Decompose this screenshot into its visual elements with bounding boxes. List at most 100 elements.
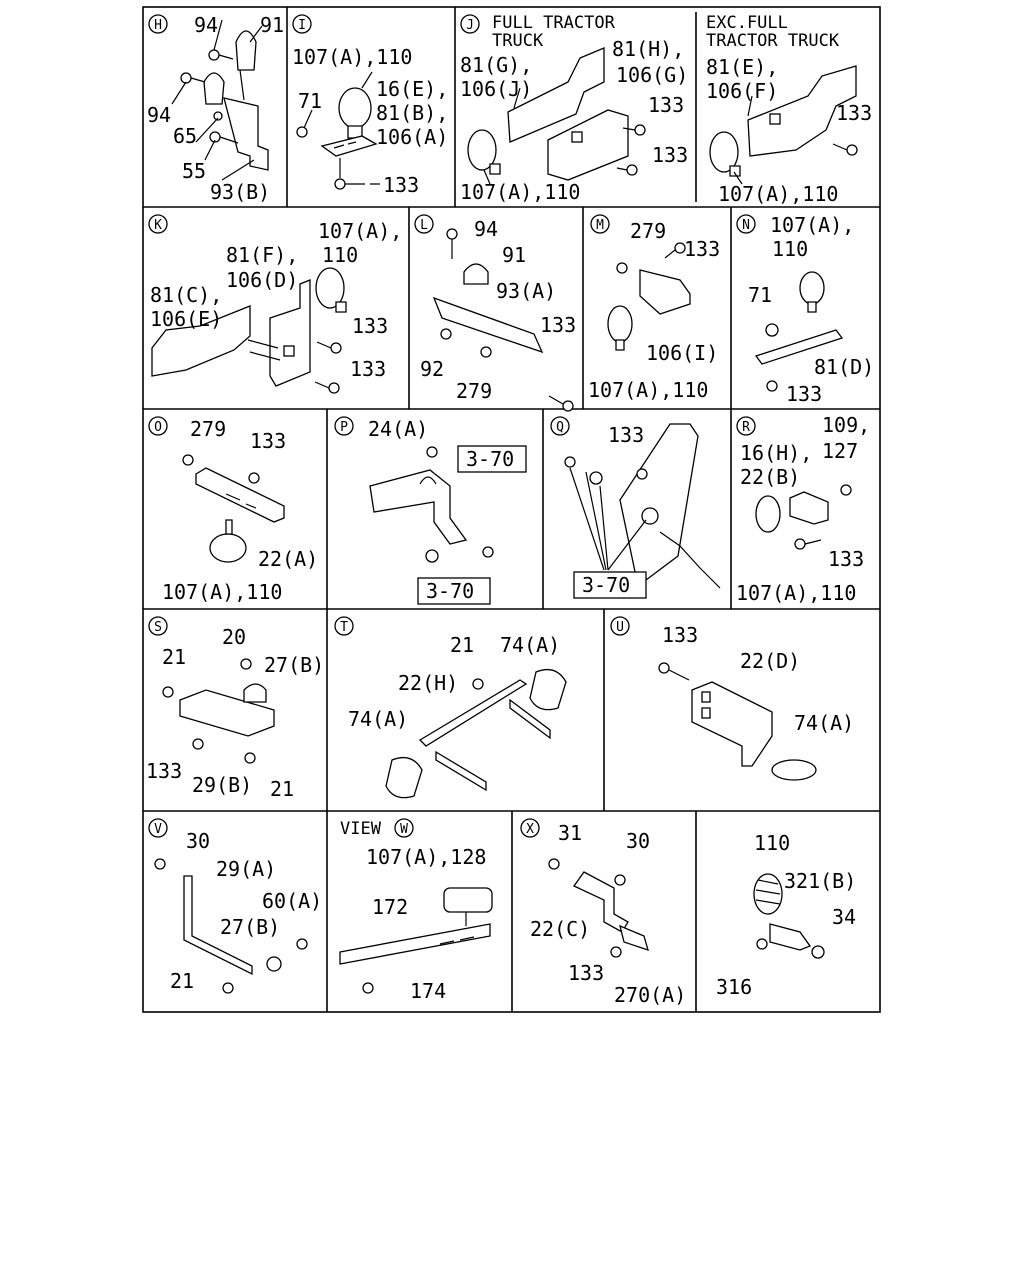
panel-v-label-29a: 29(A): [216, 857, 276, 881]
panel-p-ref-3-70-bottom: 3-70: [426, 579, 474, 603]
panel-n: N 107(A), 110 71 81(D) 133: [736, 213, 874, 406]
panel-y-label-34: 34: [832, 905, 856, 929]
panel-q-letter: Q: [556, 420, 564, 435]
panel-j-label-133-lower: 133: [652, 143, 688, 167]
panel-n-label-110: 110: [772, 237, 808, 261]
panel-t-label-74a-top: 74(A): [500, 633, 560, 657]
panel-x-letter: X: [526, 822, 534, 837]
panel-v-label-27b: 27(B): [220, 915, 280, 939]
panel-t: T 21 74(A) 22(H) 74(A): [334, 616, 567, 799]
panel-p-drawing: [369, 446, 494, 563]
panel-i-letter: I: [298, 18, 306, 33]
panel-v-letter: V: [154, 822, 162, 837]
panel-w-label-107a-128: 107(A),128: [366, 845, 486, 869]
panel-i: I 107(A),110 16(E), 71 81(B), 106(A) 133: [292, 14, 448, 197]
panel-i-label-81b: 81(B),: [376, 101, 448, 125]
panel-q: Q 133 3-70: [550, 416, 721, 599]
panel-j: J FULL TRACTOR TRUCK 81(H), 81(G), 106(G…: [460, 13, 688, 204]
panel-j-header-line1: FULL TRACTOR: [492, 13, 616, 33]
panel-s: S 20 21 27(B) 133 29(B) 21: [146, 616, 324, 801]
panel-h-label-94-top: 94: [194, 13, 218, 37]
panel-y: 110 321(B) 34 316: [716, 831, 856, 999]
panel-j-label-106j: 106(J): [460, 77, 532, 101]
panel-i-letter-badge: I: [292, 14, 312, 34]
panel-t-label-22h: 22(H): [398, 671, 458, 695]
panel-u-label-74a: 74(A): [794, 711, 854, 735]
panel-x: X 31 30 22(C) 133 270(A): [520, 818, 686, 1007]
panel-j-letter-badge: J: [460, 14, 480, 34]
panel-r-label-133: 133: [828, 547, 864, 571]
panel-r-drawing: [755, 484, 852, 550]
panel-o-drawing: [182, 454, 285, 563]
panel-l-label-93a: 93(A): [496, 279, 556, 303]
panel-h-label-55: 55: [182, 159, 206, 183]
panel-s-label-29b: 29(B): [192, 773, 252, 797]
panel-l-label-133: 133: [540, 313, 576, 337]
panel-j2-header-line1: EXC.FULL: [706, 13, 788, 33]
panel-j2-label-106f: 106(F): [706, 79, 778, 103]
panel-r: R 109, 16(H), 127 22(B) 133 107(A),110: [736, 413, 870, 605]
panel-k-letter: K: [154, 218, 162, 233]
panel-m-label-106i: 106(I): [646, 341, 718, 365]
panel-m-drawing: [607, 242, 691, 351]
panel-h-label-91: 91: [260, 13, 284, 37]
panel-k-letter-badge: K: [148, 214, 168, 234]
panel-r-label-127: 127: [822, 439, 858, 463]
panel-p-ref-3-70-top: 3-70: [466, 447, 514, 471]
panel-o: O 279 133 22(A) 107(A),110: [148, 416, 318, 604]
panel-s-label-133: 133: [146, 759, 182, 783]
panel-w-label-172: 172: [372, 895, 408, 919]
panel-u-letter: U: [616, 620, 624, 635]
panel-n-label-107a: 107(A),: [770, 213, 854, 237]
panel-k-label-107a: 107(A),: [318, 219, 402, 243]
panel-j2-drawing: [709, 65, 858, 185]
panel-q-ref-3-70: 3-70: [582, 573, 630, 597]
panel-k-label-110: 110: [322, 243, 358, 267]
panel-k-label-81c: 81(C),: [150, 283, 222, 307]
panel-v-letter-badge: V: [148, 818, 168, 838]
panel-m-label-107a-110: 107(A),110: [588, 378, 708, 402]
panel-s-label-20: 20: [222, 625, 246, 649]
panel-w-letter-badge: W: [394, 818, 414, 838]
panel-j-label-107a-110: 107(A),110: [460, 180, 580, 204]
panel-x-label-22c: 22(C): [530, 917, 590, 941]
panel-s-drawing: [162, 658, 275, 764]
panel-m: M 279 133 106(I) 107(A),110: [588, 214, 720, 402]
panel-o-label-279: 279: [190, 417, 226, 441]
panel-w-label-174: 174: [410, 979, 446, 1003]
panel-l-label-279: 279: [456, 379, 492, 403]
panel-j-header-line2: TRUCK: [492, 31, 544, 51]
panel-v-label-30: 30: [186, 829, 210, 853]
panel-t-label-74a-left: 74(A): [348, 707, 408, 731]
panel-r-label-109: 109,: [822, 413, 870, 437]
panel-x-label-30: 30: [626, 829, 650, 853]
panel-l: L 94 91 93(A) 133 92 279: [414, 214, 576, 412]
panel-j2-label-81e: 81(E),: [706, 55, 778, 79]
panel-v-drawing: [154, 858, 308, 994]
panel-i-label-106a: 106(A): [376, 125, 448, 149]
panel-j2-header-line2: TRACTOR TRUCK: [706, 31, 840, 51]
panel-n-letter-badge: N: [736, 214, 756, 234]
panel-y-label-316: 316: [716, 975, 752, 999]
panel-l-letter-badge: L: [414, 214, 434, 234]
panel-q-letter-badge: Q: [550, 416, 570, 436]
panel-i-label-71: 71: [298, 89, 322, 113]
panel-j-label-81g: 81(G),: [460, 53, 532, 77]
panel-y-drawing: [753, 873, 825, 959]
panel-s-label-21-bottom: 21: [270, 777, 294, 801]
panel-h-letter-badge: H: [148, 14, 168, 34]
panel-k-label-106e: 106(E): [150, 307, 222, 331]
panel-w-view-text: VIEW: [340, 819, 382, 839]
panel-m-letter: M: [596, 218, 604, 233]
panel-t-drawing: [385, 668, 567, 799]
panel-m-letter-badge: M: [590, 214, 610, 234]
panel-y-label-110: 110: [754, 831, 790, 855]
panel-v-label-21: 21: [170, 969, 194, 993]
panel-j-label-133-upper: 133: [648, 93, 684, 117]
panel-l-label-92: 92: [420, 357, 444, 381]
panel-x-letter-badge: X: [520, 818, 540, 838]
panel-j-label-106g: 106(G): [616, 63, 688, 87]
panel-u-letter-badge: U: [610, 616, 630, 636]
panel-k-drawing: [151, 267, 347, 394]
